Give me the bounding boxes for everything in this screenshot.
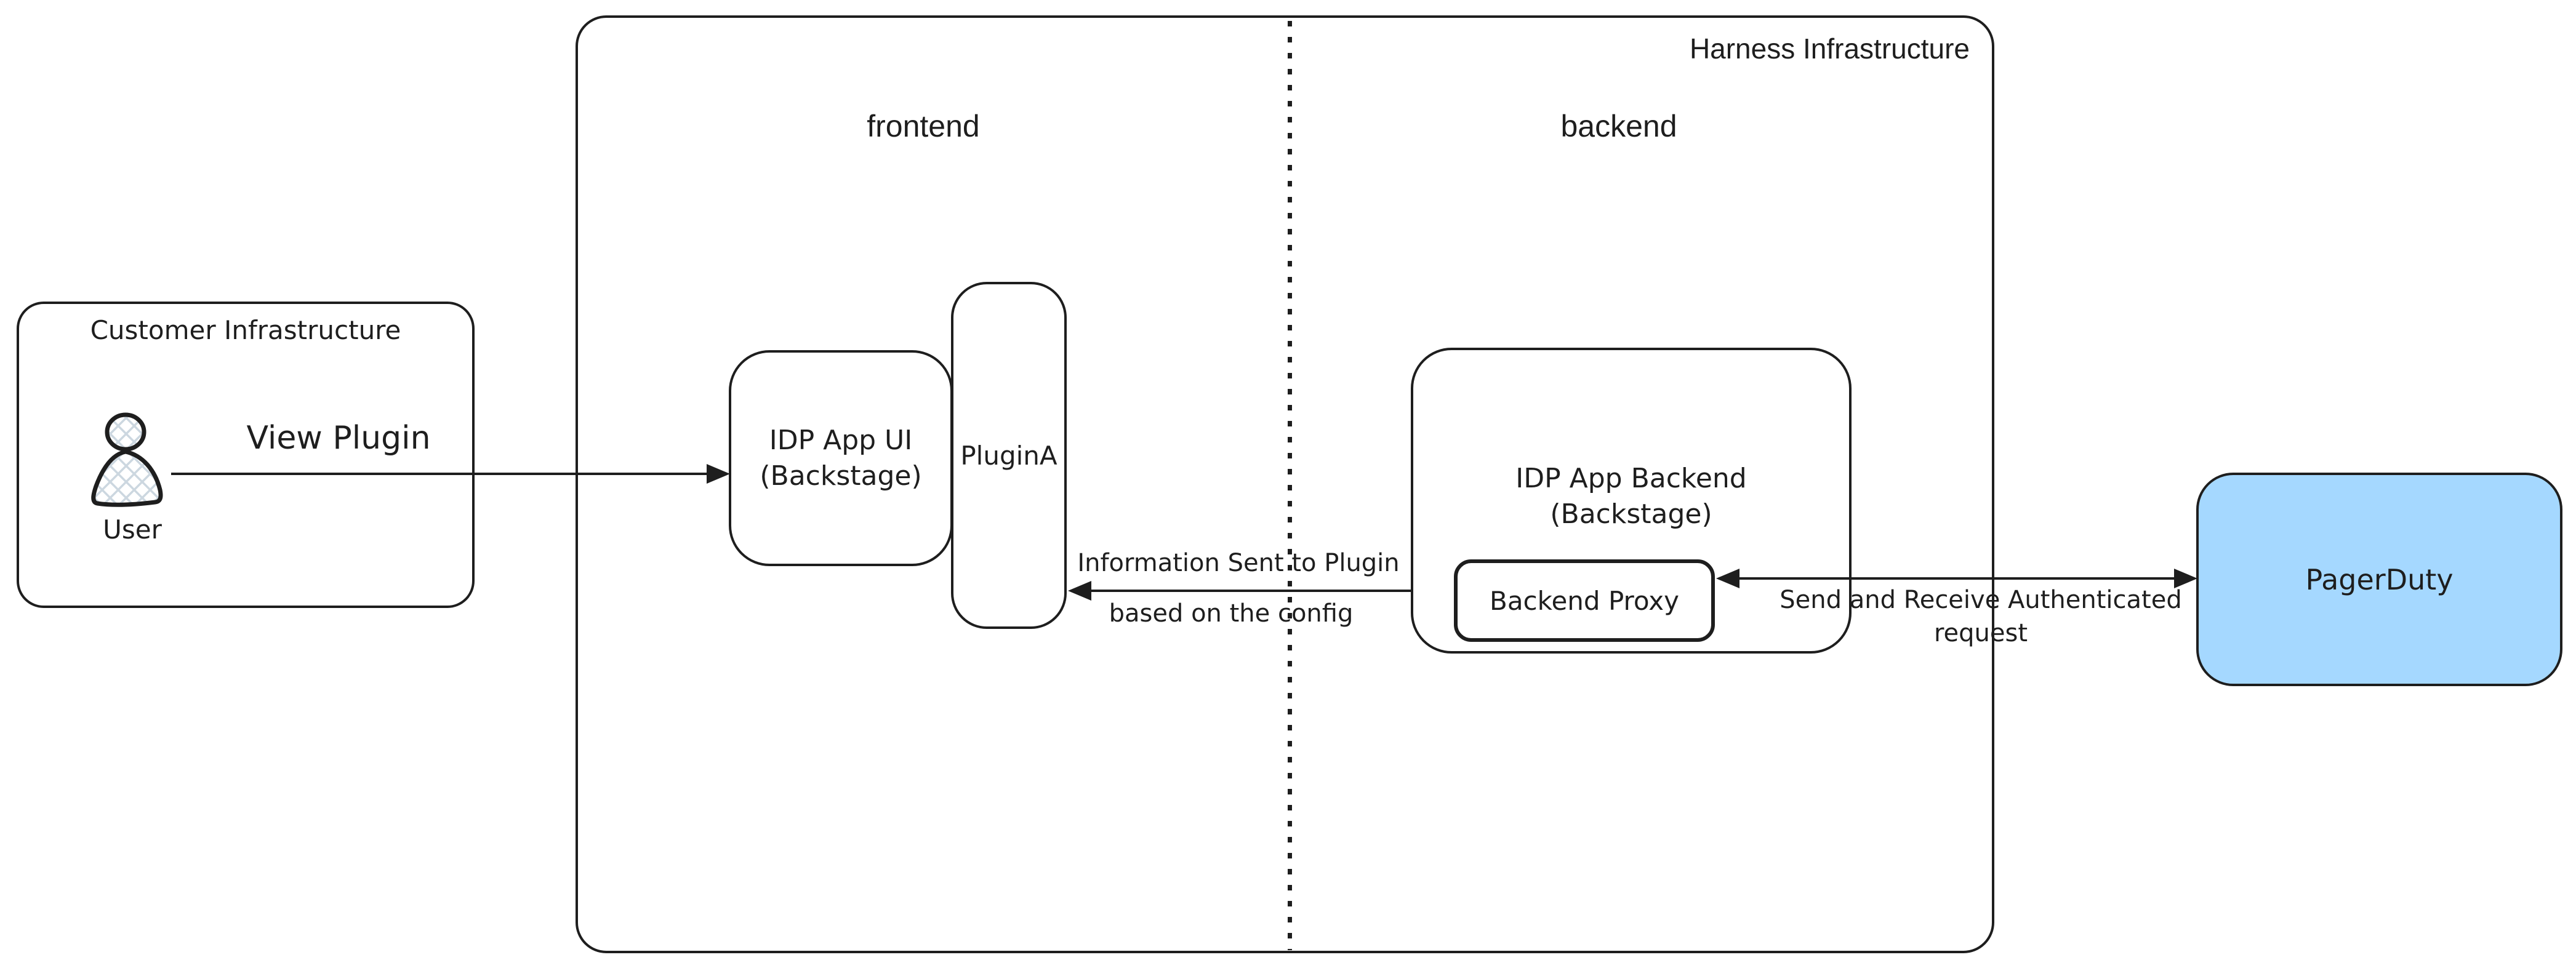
customer-infrastructure-label: Customer Infrastructure — [90, 315, 401, 345]
auth-request-arrow-label-line2: request — [1933, 619, 2028, 647]
customer-infrastructure-box — [17, 302, 475, 608]
backend-proxy-label: Backend Proxy — [1490, 585, 1679, 616]
user-label: User — [103, 514, 162, 545]
harness-infrastructure-box — [576, 15, 1994, 953]
pagerduty-label: PagerDuty — [2305, 562, 2454, 596]
info-sent-arrowhead-icon — [1068, 581, 1091, 601]
info-sent-arrow-label-line1: Information Sent to Plugin — [1077, 549, 1400, 577]
auth-request-arrow-line — [1728, 577, 2185, 580]
auth-request-arrowhead-left-icon — [1716, 569, 1739, 588]
idp-app-backend-box: IDP App Backend (Backstage) Backend Prox… — [1411, 348, 1852, 654]
frontend-section-label: frontend — [867, 109, 980, 143]
view-plugin-arrow-label: View Plugin — [246, 420, 431, 457]
idp-app-ui-box: IDP App UI (Backstage) — [729, 350, 953, 566]
idp-app-backend-label-line2: (Backstage) — [1550, 498, 1712, 530]
auth-request-arrow-label-line1: Send and Receive Authenticated — [1780, 586, 2182, 614]
info-sent-arrow-label-line2: based on the config — [1109, 599, 1354, 628]
frontend-backend-divider — [1288, 21, 1292, 950]
view-plugin-arrow-line — [171, 473, 708, 475]
idp-app-ui-label-line2: (Backstage) — [760, 460, 922, 492]
auth-request-arrowhead-right-icon — [2174, 569, 2197, 588]
harness-infrastructure-label: Harness Infrastructure — [1689, 33, 1970, 65]
idp-app-backend-label-line1: IDP App Backend — [1515, 463, 1747, 494]
view-plugin-arrowhead-icon — [707, 464, 730, 484]
plugin-a-label: PluginA — [960, 440, 1057, 471]
idp-app-ui-label-line1: IDP App UI — [769, 424, 913, 456]
pagerduty-box: PagerDuty — [2196, 473, 2562, 686]
plugin-a-box: PluginA — [951, 282, 1067, 629]
idp-app-backend-label: IDP App Backend (Backstage) — [1413, 461, 1849, 532]
backend-section-label: backend — [1560, 109, 1677, 143]
user-person-icon — [91, 412, 163, 507]
info-sent-arrow-line — [1080, 590, 1411, 592]
backend-proxy-box: Backend Proxy — [1454, 559, 1715, 642]
